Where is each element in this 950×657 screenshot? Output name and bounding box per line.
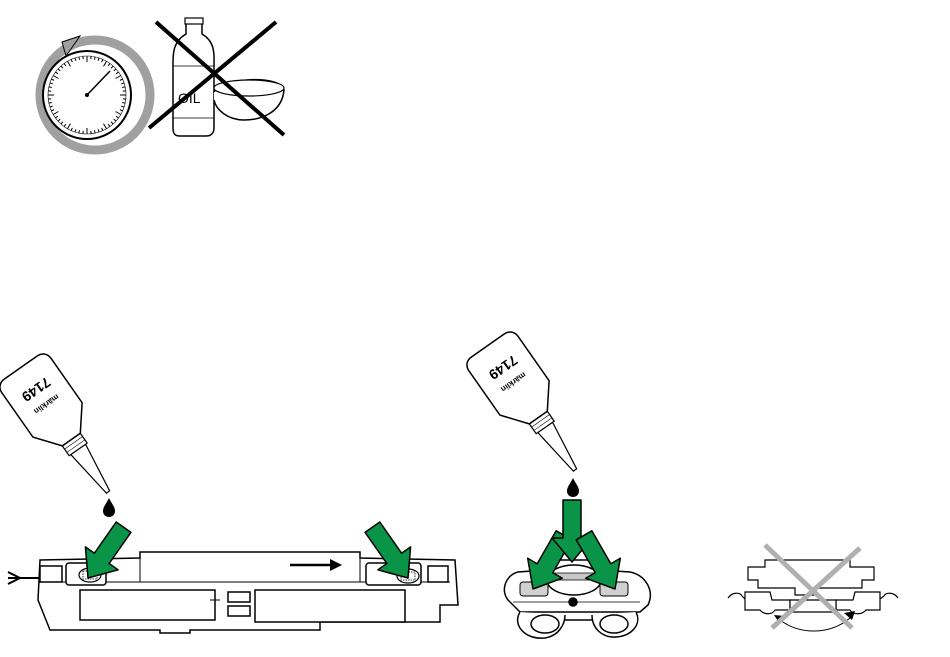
stopwatch-tick	[94, 130, 95, 133]
bogie-assembly	[504, 560, 650, 638]
stopwatch-tick	[122, 102, 125, 103]
stopwatch-cycle-icon	[40, 36, 150, 150]
stopwatch-tick	[49, 102, 52, 103]
stopwatch-tick	[94, 57, 95, 60]
no-oil-bowl-icon: OIL	[149, 18, 284, 136]
oil-drop-right	[567, 478, 579, 497]
stopwatch-tick	[49, 87, 52, 88]
stopwatch-tick	[122, 87, 125, 88]
stopwatch-tick	[79, 57, 80, 60]
stopwatch-tick	[79, 130, 80, 133]
oil-drop-left	[103, 498, 115, 517]
no-tilt-icon	[728, 545, 898, 631]
oil-dispenser-icon-2: 7149 märklin	[463, 328, 599, 487]
oil-dispenser-icon: 7149 märklin	[0, 350, 133, 509]
